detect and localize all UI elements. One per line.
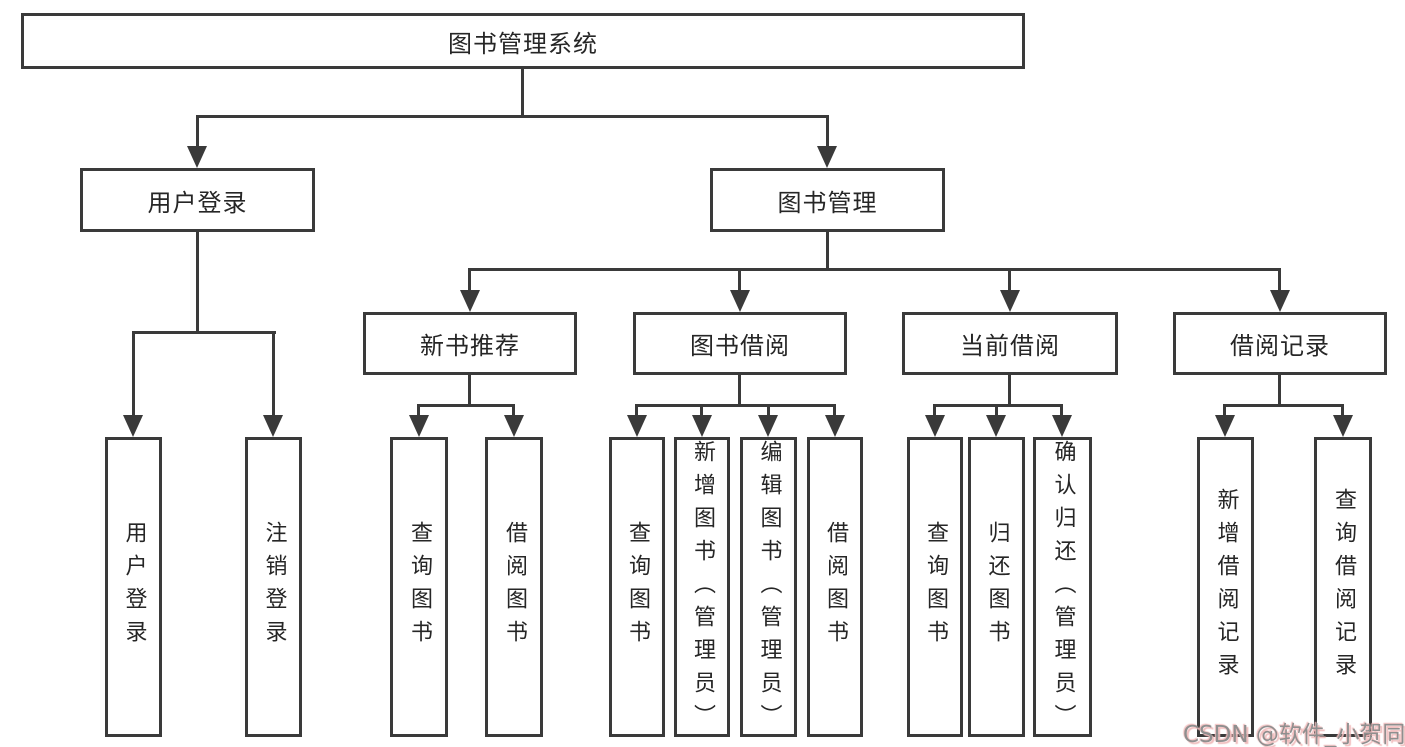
arrow-down-icon bbox=[1333, 415, 1353, 437]
connector-vline bbox=[468, 375, 471, 407]
node-label: 新书推荐 bbox=[420, 332, 520, 360]
leaf-label: 归还图书 bbox=[984, 521, 1010, 653]
leaf-label: 借阅图书 bbox=[823, 521, 848, 653]
connector-hline bbox=[196, 115, 829, 118]
connector-drop bbox=[1278, 271, 1281, 292]
leaf-label: 确认归还（管理员） bbox=[1050, 440, 1076, 737]
connector-drop bbox=[1060, 407, 1063, 417]
connector-drop bbox=[635, 407, 638, 417]
leaf-add-borrow-record: 新增借阅记录 bbox=[1197, 437, 1254, 737]
leaf-label: 注销登录 bbox=[261, 521, 287, 653]
leaf-label: 查询图书 bbox=[407, 521, 432, 653]
arrow-down-icon bbox=[1270, 290, 1290, 312]
arrow-down-icon bbox=[460, 290, 480, 312]
leaf-label: 用户登录 bbox=[121, 521, 147, 653]
connector-drop bbox=[512, 407, 515, 417]
node-new-book-recommend: 新书推荐 bbox=[363, 312, 577, 375]
arrow-down-icon bbox=[692, 415, 712, 437]
arrow-down-icon bbox=[925, 415, 945, 437]
arrow-down-icon bbox=[986, 415, 1006, 437]
node-book-borrowing: 图书借阅 bbox=[633, 312, 847, 375]
connector-hline bbox=[468, 268, 1281, 271]
connector-drop bbox=[417, 407, 420, 417]
leaf-label: 查询借阅记录 bbox=[1331, 488, 1356, 686]
connector-drop bbox=[700, 407, 703, 417]
arrow-down-icon bbox=[1052, 415, 1072, 437]
connector-hline bbox=[132, 331, 276, 334]
leaf-borrow-books-recommend: 借阅图书 bbox=[485, 437, 543, 737]
node-user-login: 用户登录 bbox=[80, 168, 315, 232]
arrow-down-icon bbox=[817, 146, 837, 168]
connector-hline bbox=[417, 404, 515, 407]
node-label: 用户登录 bbox=[147, 188, 248, 217]
connector-vline bbox=[826, 232, 829, 271]
leaf-label: 查询图书 bbox=[625, 521, 650, 653]
connector-drop bbox=[826, 118, 829, 148]
leaf-query-borrow-record: 查询借阅记录 bbox=[1314, 437, 1372, 737]
arrow-down-icon bbox=[504, 415, 524, 437]
arrow-down-icon bbox=[187, 146, 207, 168]
node-label: 图书借阅 bbox=[690, 332, 790, 360]
connector-drop bbox=[132, 334, 135, 417]
node-label: 当前借阅 bbox=[960, 332, 1060, 360]
connector-vline bbox=[738, 375, 741, 407]
node-label: 图书管理 bbox=[777, 188, 878, 217]
leaf-label: 查询图书 bbox=[923, 521, 948, 653]
connector-vline bbox=[1278, 375, 1281, 407]
leaf-label: 新增图书（管理员） bbox=[690, 440, 715, 737]
connector-drop bbox=[833, 407, 836, 417]
leaf-label: 新增借阅记录 bbox=[1213, 488, 1239, 686]
leaf-confirm-return-admin: 确认归还（管理员） bbox=[1033, 437, 1092, 737]
node-label: 借阅记录 bbox=[1230, 332, 1330, 360]
node-label: 图书管理系统 bbox=[448, 29, 598, 58]
arrow-down-icon bbox=[409, 415, 429, 437]
leaf-borrow-books-borrowing: 借阅图书 bbox=[807, 437, 863, 737]
connector-hline bbox=[635, 404, 836, 407]
connector-vline bbox=[196, 232, 199, 334]
arrow-down-icon bbox=[825, 415, 845, 437]
node-book-management: 图书管理 bbox=[710, 168, 945, 232]
node-library-system: 图书管理系统 bbox=[21, 13, 1025, 69]
leaf-query-books-recommend: 查询图书 bbox=[390, 437, 448, 737]
connector-drop bbox=[1008, 271, 1011, 292]
connector-drop bbox=[767, 407, 770, 417]
arrow-down-icon bbox=[730, 290, 750, 312]
connector-drop bbox=[196, 118, 199, 148]
arrow-down-icon bbox=[263, 415, 283, 437]
connector-drop bbox=[272, 334, 275, 417]
arrow-down-icon bbox=[1000, 290, 1020, 312]
leaf-logout: 注销登录 bbox=[245, 437, 302, 737]
leaf-edit-book-admin: 编辑图书（管理员） bbox=[740, 437, 797, 737]
connector-hline bbox=[933, 404, 1063, 407]
leaf-add-book-admin: 新增图书（管理员） bbox=[674, 437, 730, 737]
leaf-query-books-borrowing: 查询图书 bbox=[609, 437, 665, 737]
connector-vline bbox=[521, 69, 524, 118]
connector-drop bbox=[995, 407, 998, 417]
leaf-label: 编辑图书（管理员） bbox=[756, 440, 782, 737]
leaf-user-login: 用户登录 bbox=[105, 437, 162, 737]
connector-drop bbox=[933, 407, 936, 417]
connector-hline bbox=[1223, 404, 1344, 407]
arrow-down-icon bbox=[627, 415, 647, 437]
leaf-query-books-current: 查询图书 bbox=[907, 437, 963, 737]
connector-drop bbox=[1223, 407, 1226, 417]
arrow-down-icon bbox=[758, 415, 778, 437]
connector-drop bbox=[1341, 407, 1344, 417]
leaf-return-books: 归还图书 bbox=[968, 437, 1025, 737]
node-current-borrowing: 当前借阅 bbox=[902, 312, 1118, 375]
connector-drop bbox=[738, 271, 741, 292]
arrow-down-icon bbox=[1215, 415, 1235, 437]
arrow-down-icon bbox=[123, 415, 143, 437]
connector-vline bbox=[1008, 375, 1011, 407]
node-borrowing-records: 借阅记录 bbox=[1173, 312, 1387, 375]
watermark: CSDN @软件_小贺同学 bbox=[1183, 722, 1405, 747]
connector-drop bbox=[468, 271, 471, 292]
leaf-label: 借阅图书 bbox=[502, 521, 527, 653]
